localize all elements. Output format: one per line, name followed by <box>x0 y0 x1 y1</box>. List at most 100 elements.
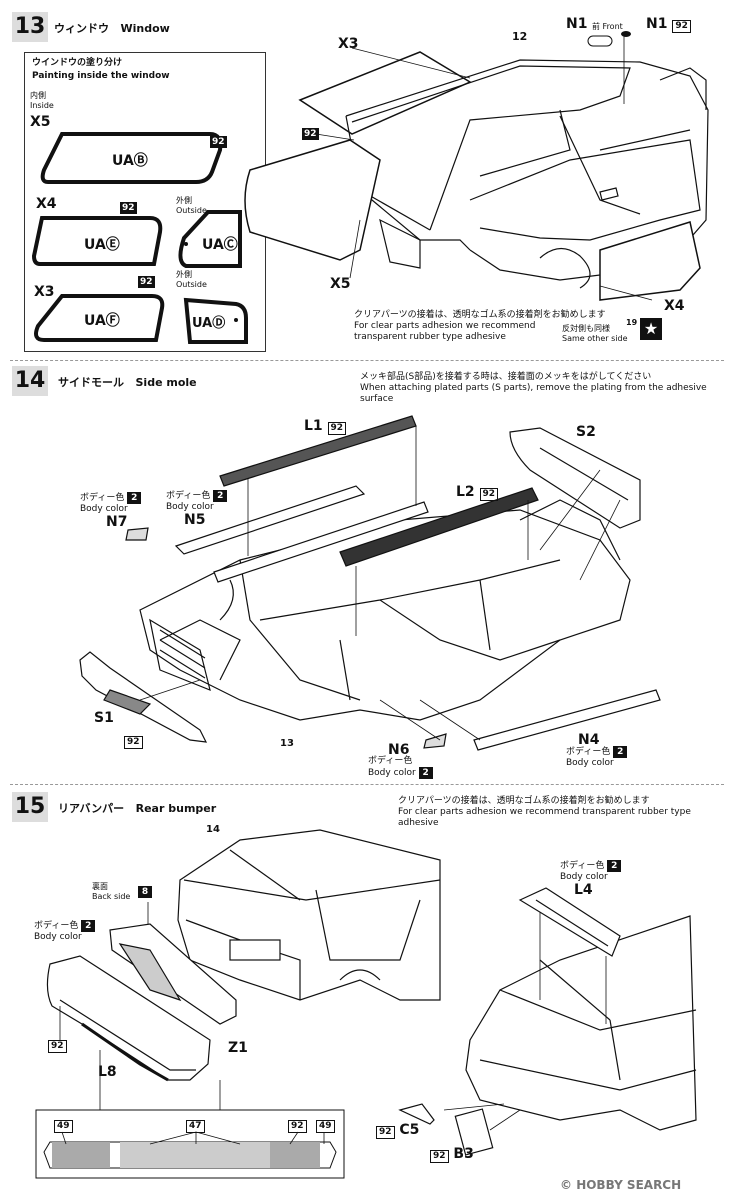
color-92-main: 92 <box>302 128 319 140</box>
part-x5-main: X5 <box>330 276 351 292</box>
window-label-x3-out: UAⒹ <box>192 316 226 331</box>
step-13-title: ウィンドウ Window <box>54 20 170 36</box>
step-15-title: リアバンパー Rear bumper <box>58 800 216 816</box>
part-n5: N5 <box>184 512 206 528</box>
part-z1: Z1 <box>228 1040 248 1056</box>
color-2-n7: 2 <box>127 492 142 504</box>
brand-name: HOBBY SEARCH <box>576 1178 682 1192</box>
color-92-b3: 92 <box>430 1150 449 1163</box>
plated-note-en: When attaching plated parts (S parts), r… <box>360 383 707 404</box>
color-92-l2: 92 <box>479 488 499 501</box>
x4-outside-shape <box>178 210 242 268</box>
ref-step-12: 12 <box>512 30 528 43</box>
part-s1: S1 <box>94 710 114 726</box>
step-14-number: 14 <box>12 366 48 396</box>
same-jp: 反対側も同様 <box>562 324 610 333</box>
n1-front-label: 前 Front <box>592 22 623 32</box>
body-color-l8-jp: ボディー色 <box>34 921 79 931</box>
inset-title-en: Painting inside the window <box>32 71 170 81</box>
body-color-n6: ボディー色 Body color 2 <box>368 756 433 779</box>
inside-label-jp: 内側 <box>30 91 46 100</box>
color-92-x5: 92 <box>210 136 227 148</box>
part-l1-label: L1 <box>304 418 323 434</box>
part-x4-inset: X4 <box>36 196 57 212</box>
x4-window-shape <box>31 216 163 266</box>
part-l4: L4 <box>574 882 593 898</box>
back-side-label: 裏面 Back side <box>92 882 130 902</box>
clear-parts-note-13: クリアパーツの接着は、透明なゴム系の接着剤をお勧めします For clear p… <box>354 310 606 343</box>
body-color-l4: ボディー色 2 Body color <box>560 860 622 883</box>
outside-label-jp-1: 外側 <box>176 196 192 205</box>
color-92-l1: 92 <box>327 422 347 435</box>
part-l2: L2 92 <box>456 484 499 501</box>
part-c5-label: C5 <box>399 1122 420 1138</box>
step-13-title-jp: ウィンドウ <box>54 22 109 35</box>
part-l2-label: L2 <box>456 484 475 500</box>
clear-note-15-en: For clear parts adhesion we recommend tr… <box>398 807 691 828</box>
window-label-x5: UAⒷ <box>112 153 148 169</box>
color-92-c5: 92 <box>376 1126 395 1139</box>
color-49-right: 49 <box>316 1120 335 1133</box>
step-14-title: サイドモール Side mole <box>58 374 197 390</box>
body-color-l4-jp: ボディー色 <box>560 861 605 871</box>
body-color-n5-en: Body color <box>166 502 214 512</box>
back-side-en: Back side <box>92 892 131 901</box>
color-2-l8: 2 <box>81 920 96 932</box>
outside-label-en-1: Outside <box>176 206 207 215</box>
inside-label-en: Inside <box>30 101 54 110</box>
part-n6: N6 <box>388 742 410 758</box>
divider-13-14 <box>10 360 724 361</box>
divider-14-15 <box>10 784 724 785</box>
window-label-x3: UAⒻ <box>84 313 120 329</box>
body-color-n6-en: Body color <box>368 768 416 778</box>
color-2-n5: 2 <box>213 490 228 502</box>
step-13-title-en: Window <box>120 22 170 35</box>
color-2-n6: 2 <box>418 767 433 779</box>
body-color-n4-jp: ボディー色 <box>566 747 611 757</box>
step-14-title-en: Side mole <box>135 376 197 389</box>
color-92-l8: 92 <box>48 1040 67 1053</box>
part-b3-label: B3 <box>453 1146 474 1162</box>
plated-note-jp: メッキ部品(S部品)を接着する時は、接着面のメッキをはがしてください <box>360 372 652 382</box>
color-2-l4: 2 <box>607 860 622 872</box>
n1-front-en: Front <box>602 22 623 31</box>
part-x4-main: X4 <box>664 298 685 314</box>
step-15-title-jp: リアバンパー <box>58 802 125 815</box>
window-label-x4-out: UAⒸ <box>202 237 238 253</box>
body-color-n4-en: Body color <box>566 758 614 768</box>
color-92-s1: 92 <box>124 736 143 749</box>
step-13-number: 13 <box>12 12 48 42</box>
part-n1-right: N1 92 <box>646 16 691 33</box>
part-l8: L8 <box>98 1064 117 1080</box>
step-15-title-en: Rear bumper <box>135 802 217 815</box>
color-92-x3: 92 <box>138 276 155 288</box>
clear-note-13-en2: transparent rubber type adhesive <box>354 332 506 342</box>
part-c5: 92 C5 <box>376 1122 419 1139</box>
hobby-search-watermark: © HOBBY SEARCH <box>560 1178 681 1192</box>
color-92-strip: 92 <box>288 1120 307 1133</box>
outside-label-jp-2: 外側 <box>176 270 192 279</box>
clear-note-13-en1: For clear parts adhesion we recommend <box>354 321 536 331</box>
same-other-side: 反対側も同様 Same other side <box>562 324 627 344</box>
body-color-l8: ボディー色 2 Body color <box>34 920 96 943</box>
part-l1: L1 92 <box>304 418 347 435</box>
step-15-number: 15 <box>12 792 48 822</box>
same-en: Same other side <box>562 334 628 343</box>
car-window-illustration <box>244 51 709 301</box>
body-color-n5: ボディー色 2 Body color <box>166 490 228 513</box>
body-color-n7-en: Body color <box>80 504 128 514</box>
color-19-label: 19 <box>626 318 638 327</box>
plated-parts-note: メッキ部品(S部品)を接着する時は、接着面のメッキをはがしてください When … <box>360 372 734 405</box>
body-color-n7-jp: ボディー色 <box>80 493 125 503</box>
part-n4: N4 <box>578 732 600 748</box>
body-color-l8-en: Body color <box>34 932 82 942</box>
color-47-center: 47 <box>186 1120 205 1133</box>
star-icon: ★ <box>640 318 662 340</box>
inset-title-jp: ウインドウの塗り分け <box>32 58 123 68</box>
copyright-mark: © <box>560 1178 572 1192</box>
color-49-left: 49 <box>54 1120 73 1133</box>
step-14-title-jp: サイドモール <box>58 376 124 389</box>
